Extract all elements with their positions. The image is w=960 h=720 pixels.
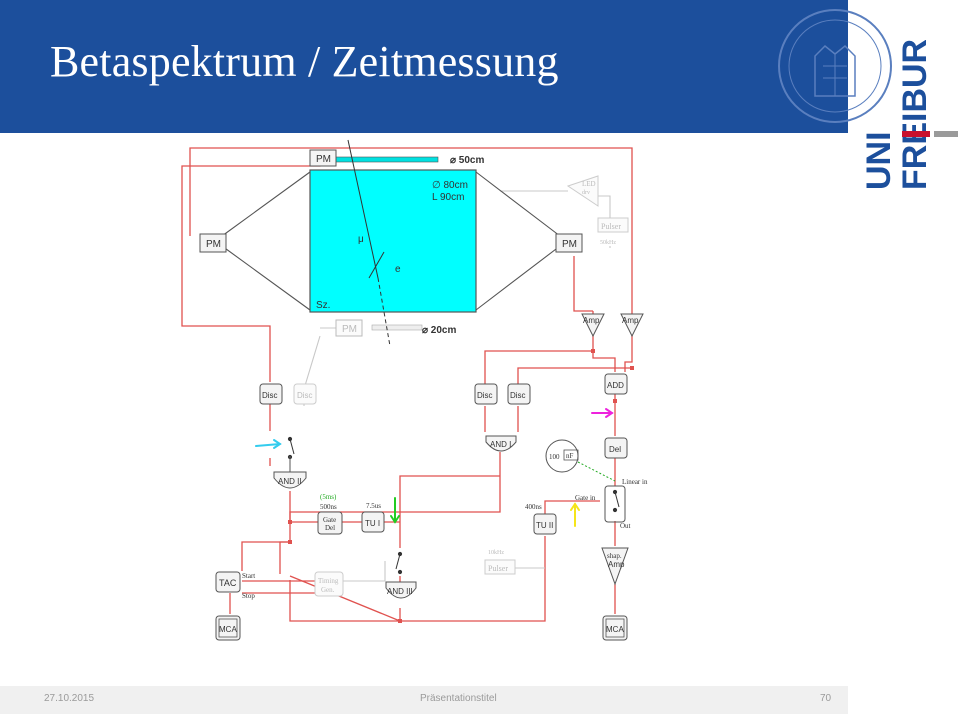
scintillator-label: Sz. bbox=[316, 300, 330, 311]
gate-del-label: Gate bbox=[323, 516, 336, 524]
pm-bottom-label: PM bbox=[342, 324, 357, 335]
add-box bbox=[604, 373, 628, 395]
and2-label: AND II bbox=[278, 477, 302, 486]
pm-top-box bbox=[309, 149, 337, 167]
add-label: ADD bbox=[607, 381, 624, 390]
del-label: Del bbox=[609, 445, 621, 454]
gate-in-label: Gate in bbox=[575, 494, 596, 502]
footer-presentation-title: Präsentationstitel bbox=[420, 693, 497, 704]
uni-freiburg-logo: UNI FREIBURG bbox=[860, 40, 958, 190]
pm-right-box bbox=[555, 233, 583, 253]
led-sub-label: drv bbox=[582, 190, 590, 196]
pulser-bottom-label: Pulser bbox=[488, 564, 508, 573]
disc3-label: Disc bbox=[477, 391, 493, 400]
tac-box bbox=[215, 571, 241, 593]
light-guide-top bbox=[333, 156, 439, 163]
disc2-box bbox=[293, 383, 317, 405]
slide-title: Betaspektrum / Zeitmessung bbox=[50, 37, 559, 86]
and1-shape bbox=[485, 435, 517, 452]
disc4-label: Disc bbox=[510, 391, 526, 400]
dim-main-diameter: ∅ 80cm bbox=[432, 180, 468, 191]
gate-del-time-green: (5ms) bbox=[320, 493, 337, 501]
mca2-box bbox=[602, 615, 628, 641]
tu1-time-label: 7.5us bbox=[366, 502, 381, 510]
led-label: LED bbox=[582, 180, 596, 188]
pulser-bottom-box bbox=[484, 559, 516, 575]
amp1-label: Amp bbox=[583, 316, 600, 325]
timing-label: Timing bbox=[318, 577, 339, 585]
amp1-shape bbox=[581, 313, 605, 338]
stop-label: Stop bbox=[242, 592, 255, 600]
beta-spectrum-circuit-diagram: PM PM PM PM ⌀ 50cm ⌀ 20cm ∅ 80cm L 90cm … bbox=[181, 139, 648, 641]
shap-label: shap. bbox=[607, 552, 622, 560]
dim-bottom-label: ⌀ 20cm bbox=[422, 325, 456, 336]
linear-gate-box bbox=[604, 485, 626, 523]
mca2-label: MCA bbox=[606, 625, 624, 634]
pm-bottom-box bbox=[335, 319, 363, 337]
footer-date: 27.10.2015 bbox=[44, 693, 95, 704]
pulser-top-label: Pulser bbox=[601, 222, 621, 231]
tu2-box bbox=[533, 513, 557, 535]
shaping-amp-shape bbox=[601, 547, 629, 586]
light-guide-bottom bbox=[371, 324, 423, 331]
scintillator-block bbox=[309, 169, 477, 313]
footer-bar bbox=[0, 686, 848, 714]
disc3-box bbox=[474, 383, 498, 405]
pm-top-label: PM bbox=[316, 154, 331, 165]
footer-page-number: 70 bbox=[820, 693, 832, 704]
disc1-label: Disc bbox=[262, 391, 278, 400]
tu1-label: TU I bbox=[365, 519, 380, 528]
gate-del-label2: Del bbox=[325, 524, 335, 532]
tac-label: TAC bbox=[219, 578, 237, 588]
logo-line1: UNI bbox=[860, 131, 898, 190]
arrow-cyan-icon bbox=[255, 443, 281, 447]
disc2-label: Disc bbox=[297, 391, 313, 400]
electron-label: e bbox=[395, 264, 401, 275]
pulser-bottom-freq: 10kHz bbox=[488, 550, 504, 556]
and2-shape bbox=[273, 471, 307, 489]
title-bar: Betaspektrum / Zeitmessung bbox=[0, 0, 848, 133]
mca1-label: MCA bbox=[219, 625, 237, 634]
logo-line2: FREIBURG bbox=[896, 40, 934, 190]
pulser-top-box bbox=[597, 217, 629, 233]
amp2-label: Amp bbox=[622, 316, 639, 325]
pm-left-label: PM bbox=[206, 239, 221, 250]
logo-red-bar bbox=[902, 131, 930, 137]
dim-top-label: ⌀ 50cm bbox=[450, 155, 484, 166]
mca1-box bbox=[215, 615, 241, 641]
timing-gen-box bbox=[314, 571, 344, 597]
del-box bbox=[604, 437, 628, 459]
dim-main-length: L 90cm bbox=[432, 192, 464, 203]
amp2-shape bbox=[620, 313, 644, 338]
cap-value: 100 bbox=[549, 453, 560, 461]
gate-del-box bbox=[317, 511, 343, 535]
disc4-box bbox=[507, 383, 531, 405]
shap-amp-label: Amp bbox=[608, 560, 625, 569]
logo-grey-bar bbox=[934, 131, 958, 137]
pm-left-box bbox=[199, 233, 227, 253]
pulser-top-freq: 50kHz bbox=[600, 240, 616, 246]
gate-del-time: 500ns bbox=[320, 503, 337, 511]
and3-label: AND III bbox=[387, 587, 413, 596]
timing-gen-label: Gen. bbox=[321, 586, 335, 594]
and1-label: AND I bbox=[490, 440, 511, 449]
out-label: Out bbox=[620, 522, 631, 530]
university-seal-icon bbox=[778, 9, 892, 123]
disc1-box bbox=[259, 383, 283, 405]
pm-right-label: PM bbox=[562, 239, 577, 250]
led-driver-shape bbox=[566, 175, 599, 207]
tu2-label: TU II bbox=[536, 521, 553, 530]
mu-label: μ bbox=[358, 234, 364, 245]
tu2-time-label: 400ns bbox=[525, 503, 542, 511]
linear-in-label: Linear in bbox=[622, 478, 648, 486]
and3-shape bbox=[385, 581, 417, 599]
tu1-box bbox=[361, 511, 385, 533]
cap-unit: nF bbox=[566, 452, 574, 460]
start-label: Start bbox=[242, 572, 255, 580]
